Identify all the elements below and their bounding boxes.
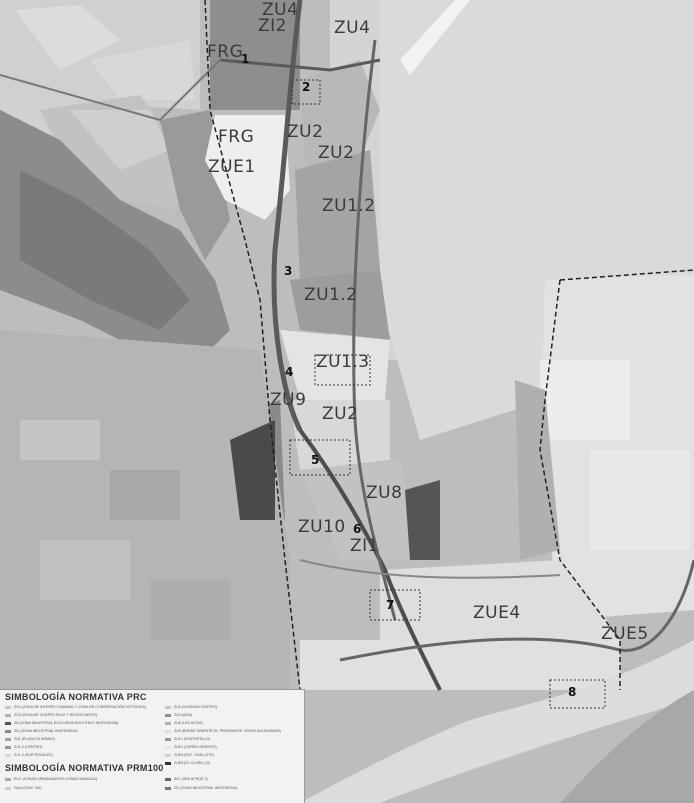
zone-label: ZU2	[322, 404, 359, 424]
legend-swatch	[5, 722, 11, 725]
legend-item: ZU2 (VIVIENDA CENTRO)	[174, 705, 217, 709]
sector-number: 5	[311, 453, 320, 467]
sector-number: 1	[241, 52, 250, 66]
zone-label: ZU4	[262, 0, 299, 20]
legend-swatch	[165, 762, 171, 765]
legend-swatch	[165, 746, 171, 749]
legend-swatch	[165, 730, 171, 733]
legend-item: ZIU (ZONA INDUSTRIAL INOFENSIVA)	[14, 729, 78, 733]
legend-item: ZUE1 (ZORRO ORIENTE)	[174, 745, 217, 749]
legend-swatch	[165, 722, 171, 725]
legend-swatch	[5, 738, 11, 741]
zone-label: ZUE1	[208, 157, 256, 177]
legend-item: ZU1.2 (CENTRO)	[14, 745, 43, 749]
legend-item: ZU1.3 (SUR ROSALES)	[14, 753, 53, 757]
legend-swatch	[165, 714, 171, 717]
legend-title-prc: SIMBOLOGÍA NORMATIVA PRC	[5, 692, 147, 702]
zone-label: ZI1	[350, 536, 379, 556]
legend-item: ZB (ZONA INDUSTRIAL EXCLUSIVA MOLESTA E …	[14, 721, 119, 725]
zone-label: ZU1.2	[304, 285, 358, 305]
sector-number: 8	[568, 685, 577, 699]
zone-label: ZI2	[258, 16, 287, 36]
legend-item: ZU8 (LAS ALTAS)	[174, 721, 203, 725]
zone-label: ZU2	[318, 143, 355, 163]
legend-item: ZC5 (ZONA DE CENTRO RULE Y RIESGO AERIO)	[14, 713, 97, 717]
sector-number: 7	[386, 598, 395, 612]
sector-number: 6	[353, 522, 362, 536]
legend-swatch	[5, 706, 11, 709]
legend-item: ZEI (ZONA INDUSTRIAL INOFENSIVA)	[174, 786, 238, 790]
legend-title-prm: SIMBOLOGÍA NORMATIVA PRM100	[5, 763, 164, 773]
legend-item: ZUE4 (RIO - SAN LOTE)	[174, 753, 214, 757]
legend-item: FAJA (CAM. VIA)	[14, 786, 42, 790]
sector-number: 4	[285, 365, 294, 379]
zone-label: ZU1.2	[322, 196, 376, 216]
legend-swatch	[165, 787, 171, 790]
zone-label: ZU4	[334, 18, 371, 38]
zone-label: ZU9	[270, 390, 307, 410]
zone-label: ZUE5	[601, 624, 649, 644]
legend-swatch	[5, 746, 11, 749]
legend-swatch	[165, 738, 171, 741]
legend-item: ZO1 (ZONA DE INTERÉS COMUNAL Y ZONA DE C…	[14, 705, 146, 709]
sector-number: 3	[284, 264, 293, 278]
legend-item: EUC (ZONAS URBANIZABLES CONDICIONADAS)	[14, 777, 98, 781]
legend-item: ZU10 (RIOPORTILLO)	[174, 737, 211, 741]
legend-item: ZU9 (BORDE ORIENTE AV. PRESIDENTE JORGE …	[174, 729, 281, 733]
zone-label: ZU2	[287, 122, 324, 142]
legend-swatch	[5, 787, 11, 790]
legend-swatch	[5, 730, 11, 733]
zone-label: ZU8	[366, 483, 403, 503]
map-legend: SIMBOLOGÍA NORMATIVA PRC ZO1 (ZONA DE IN…	[0, 689, 305, 803]
zone-label: FRG	[207, 42, 244, 62]
legend-swatch	[5, 754, 11, 757]
zone-label: FRG	[218, 127, 255, 147]
sector-number: 2	[302, 80, 311, 94]
legend-item: AV1 (ARE APRQE 1)	[174, 777, 208, 781]
legend-swatch	[165, 706, 171, 709]
legend-swatch	[165, 754, 171, 757]
zone-label: ZU1.3	[316, 352, 370, 372]
legend-item: ZUE5 (EL CLARIL) (3)	[174, 761, 210, 765]
legend-item: ZU4 (AVIA)	[174, 713, 193, 717]
legend-swatch	[5, 778, 11, 781]
zone-label: ZU10	[298, 517, 346, 537]
zone-label: ZUE4	[473, 603, 521, 623]
legend-swatch	[165, 778, 171, 781]
legend-item: ZU1 (PLAZA DE ARMAS)	[14, 737, 55, 741]
legend-swatch	[5, 714, 11, 717]
